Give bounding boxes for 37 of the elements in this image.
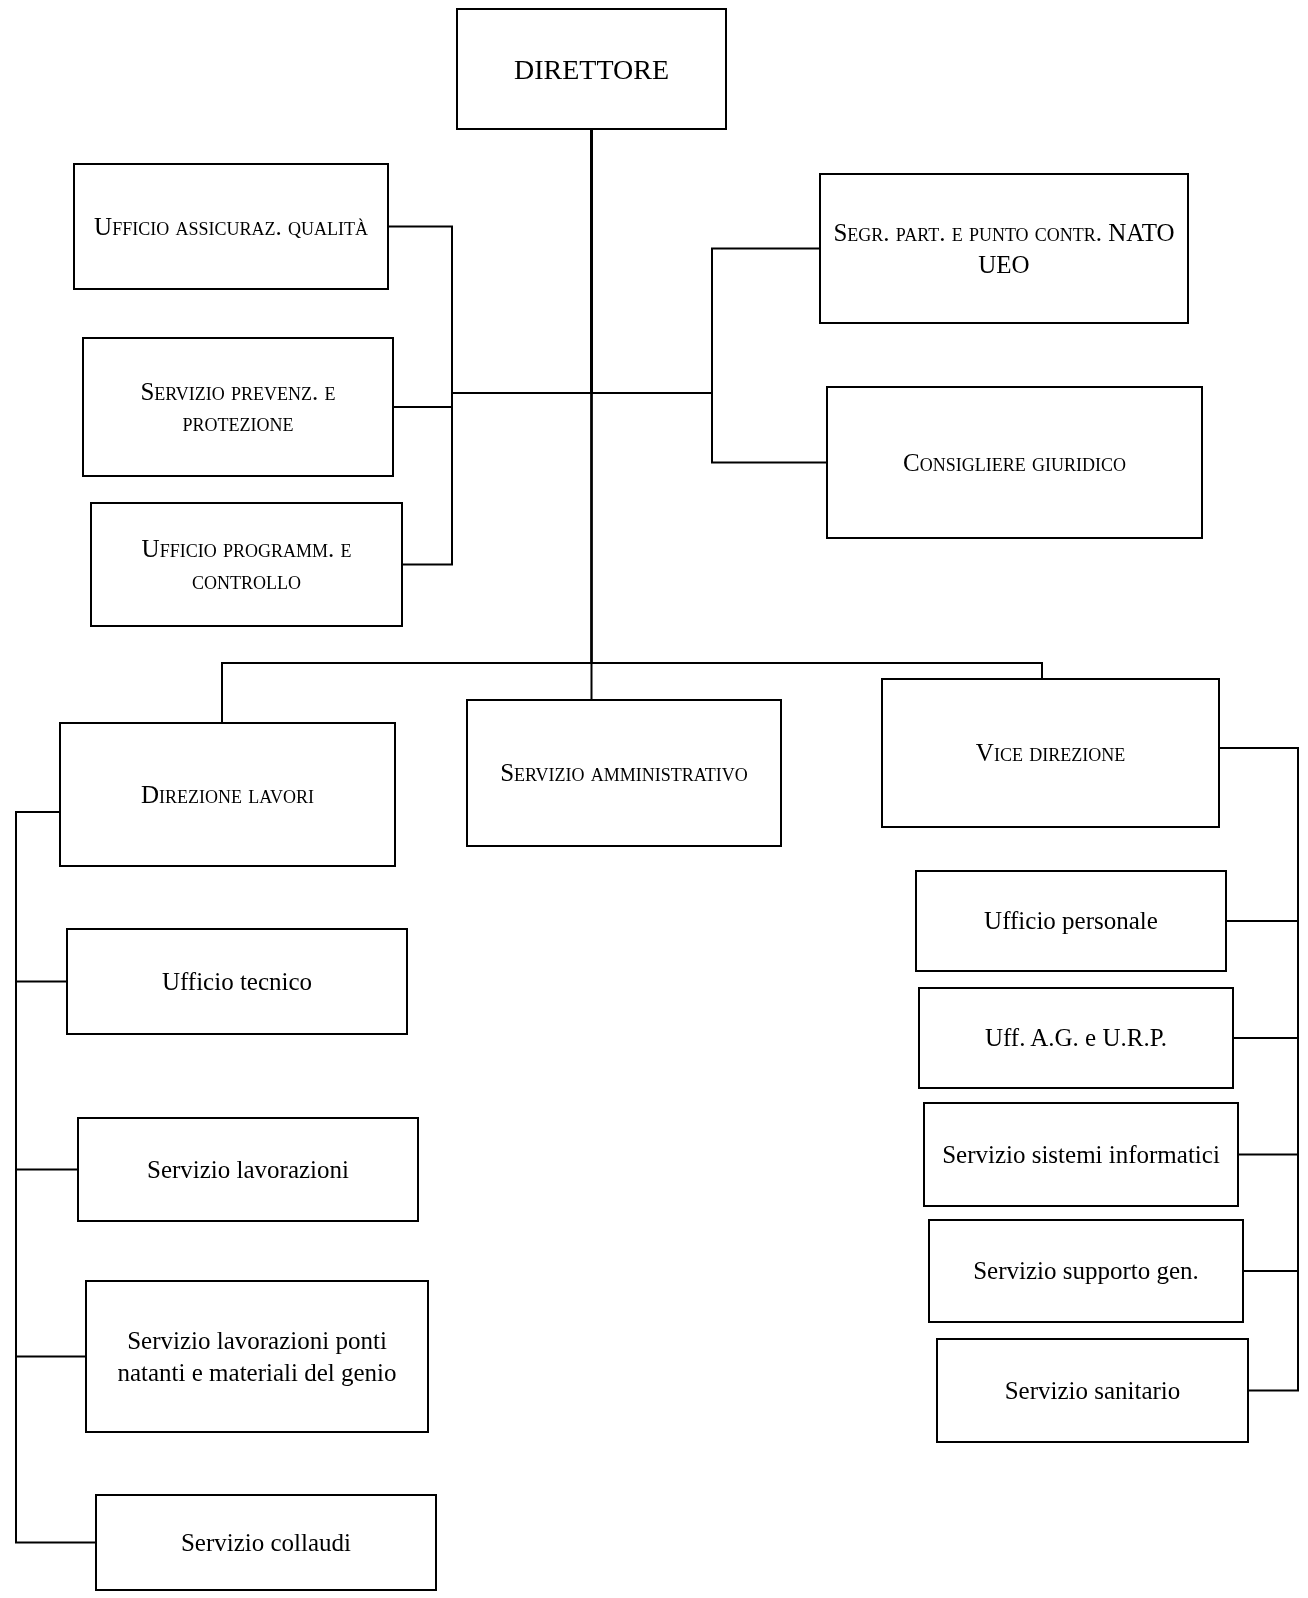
unit-name: Ufficio tecnico [161, 966, 313, 997]
unit-name: Segr. part. e punto contr. NATO UEO [833, 218, 1175, 280]
org-unit-box [59, 722, 396, 867]
unit-name: Servizio lavorazioni ponti natanti e materiali del genio [116, 1326, 398, 1388]
unit-name: Servizio amministrativo [500, 758, 748, 789]
org-unit-box [923, 1102, 1239, 1207]
unit-name: Vice direzione [975, 738, 1126, 769]
org-unit-box [936, 1338, 1249, 1443]
org-unit-box [95, 1494, 437, 1591]
org-unit-box [826, 386, 1203, 539]
unit-name: Ufficio programm. e controllo [140, 534, 353, 596]
unit-name: Servizio sanitario [1004, 1375, 1181, 1406]
unit-name: Servizio lavorazioni [147, 1154, 349, 1185]
unit-name: Servizio collaudi [180, 1527, 352, 1558]
unit-name: Uff. A.G. e U.R.P. [984, 1023, 1168, 1054]
unit-name: Servizio sistemi informatici [942, 1139, 1220, 1170]
unit-name: DIRETTORE [514, 52, 669, 87]
org-unit-box [77, 1117, 419, 1222]
org-unit-box [85, 1280, 429, 1433]
unit-name: Ufficio assicuraz. qualità [94, 211, 368, 242]
org-unit-box [82, 337, 394, 477]
org-unit-box [466, 699, 782, 847]
unit-name: Direzione lavori [141, 779, 314, 810]
connector-line [15, 811, 96, 1544]
org-unit-box [918, 987, 1234, 1089]
unit-name: Servizio supporto gen. [973, 1256, 1199, 1287]
unit-name: Ufficio personale [984, 906, 1158, 937]
unit-name: Servizio prevenz. e protezione [139, 376, 337, 438]
org-unit-box [456, 8, 727, 130]
org-unit-box [66, 928, 408, 1035]
org-unit-box [73, 163, 389, 290]
org-unit-box [90, 502, 403, 627]
org-unit-box [881, 678, 1220, 828]
unit-name: Consigliere giuridico [903, 447, 1126, 478]
org-unit-box [928, 1219, 1244, 1323]
org-unit-box [819, 173, 1189, 324]
org-unit-box [915, 870, 1227, 972]
